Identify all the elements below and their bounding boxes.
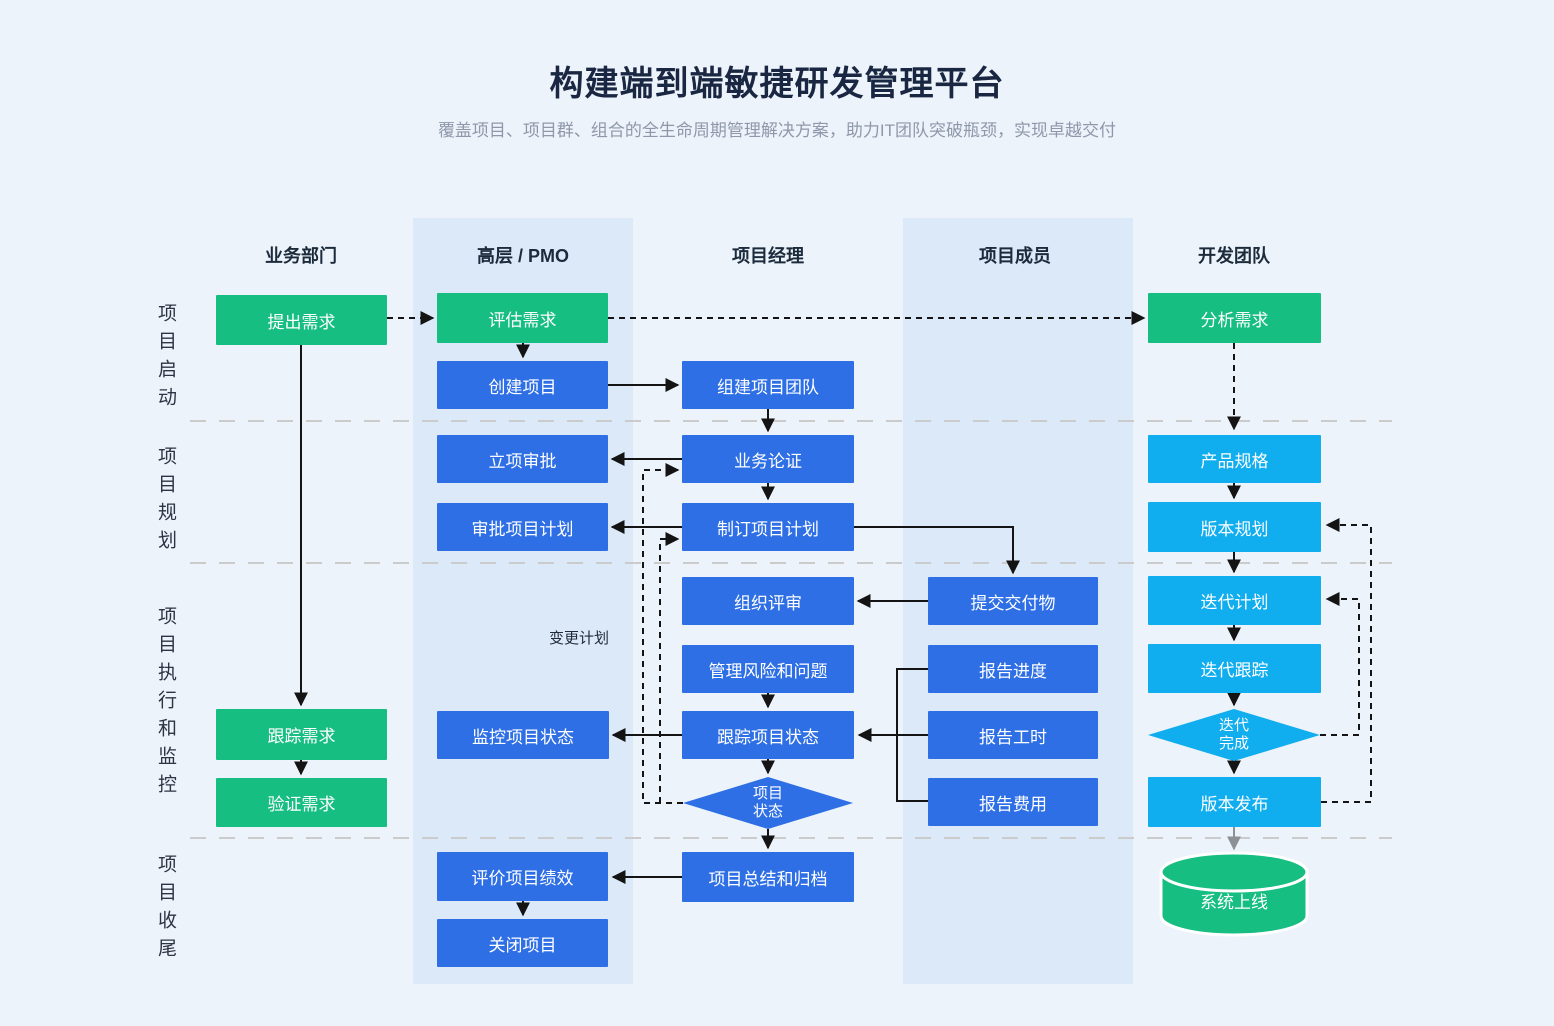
node-evaluate-performance: 评价项目绩效 [437,852,608,901]
node-submit-deliverables: 提交交付物 [928,577,1098,625]
lane-title-dev: 开发团队 [1198,246,1270,266]
node-make-plan: 制订项目计划 [682,503,854,551]
node-product-spec: 产品规格 [1148,435,1321,483]
lane-title-pm: 项目经理 [732,246,804,266]
node-verify-requirement: 验证需求 [216,778,387,827]
node-iteration-track: 迭代跟踪 [1148,644,1321,693]
edge-status-to-businesscase-dashed [642,463,683,804]
node-business-case: 业务论证 [682,435,854,483]
node-iteration-plan: 迭代计划 [1148,576,1321,625]
page-title: 构建端到端敏捷研发管理平台 [549,65,1005,103]
node-release: 版本发布 [1148,777,1321,827]
node-report-progress: 报告进度 [928,645,1098,693]
node-propose-requirement: 提出需求 [216,295,387,345]
node-track-status: 跟踪项目状态 [682,711,854,759]
edge-release-to-versionplan-dashed [1321,518,1372,803]
node-summary-archive: 项目总结和归档 [682,852,854,902]
cylinder-system-online-label: 系统上线 [1200,893,1268,912]
node-create-project: 创建项目 [437,361,608,409]
node-analyze-requirement: 分析需求 [1148,293,1321,343]
node-approval-initiation: 立项审批 [437,435,608,483]
node-report-cost: 报告费用 [928,778,1098,826]
lane-title-business: 业务部门 [265,246,337,266]
phase-planning: 项目规划 [155,446,176,558]
phase-initiation: 项目启动 [155,303,176,415]
phase-closure: 项目收尾 [155,854,176,966]
lane-title-members: 项目成员 [979,246,1051,266]
page-subtitle: 覆盖项目、项目群、组合的全生命周期管理解决方案，助力IT团队突破瓶颈，实现卓越交… [437,121,1117,140]
node-approve-plan: 审批项目计划 [437,503,608,551]
lane-title-pmo: 高层 / PMO [476,246,569,266]
node-organize-review: 组织评审 [682,577,854,625]
node-monitor-status: 监控项目状态 [437,711,609,759]
phase-execution: 项目执行和监控 [155,606,176,802]
edge-iterdone-to-iterplan-dashed [1320,592,1360,736]
node-build-team: 组建项目团队 [682,361,854,409]
node-manage-risk: 管理风险和问题 [682,645,854,693]
node-close-project: 关闭项目 [437,919,608,967]
node-version-plan: 版本规划 [1148,502,1321,552]
edge-label-change-plan: 变更计划 [549,630,610,647]
node-track-requirement: 跟踪需求 [216,709,387,760]
diamond-project-status-label: 项目状态 [752,785,783,820]
edge-status-to-makeplan-dashed [659,532,680,803]
node-report-hours: 报告工时 [928,711,1098,759]
node-evaluate-requirement: 评估需求 [437,293,608,343]
diamond-iteration-done-label: 迭代完成 [1218,717,1249,752]
